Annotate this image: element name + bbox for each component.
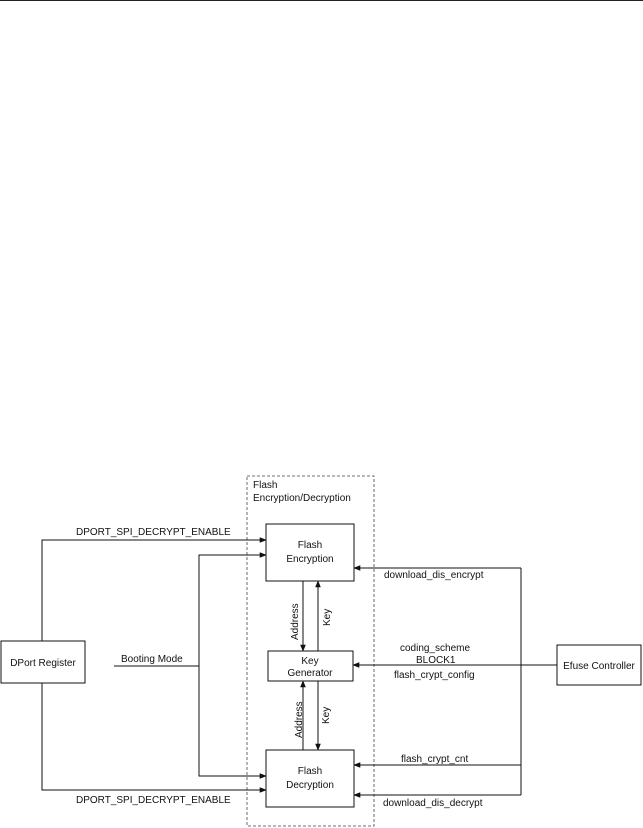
flash-encryption-label-line2: Encryption	[286, 554, 333, 565]
spi-decrypt-enable-bottom-label: DPORT_SPI_DECRYPT_ENABLE	[76, 795, 231, 806]
key-generator-block: Key Generator	[267, 650, 354, 682]
key-generator-label-line1: Key	[301, 656, 318, 667]
efuse-controller-block: Efuse Controller	[556, 644, 642, 686]
flash-crypt-cnt-label: flash_crypt_cnt	[401, 754, 468, 765]
dport-register-label: DPort Register	[10, 658, 76, 669]
page-top-rule	[0, 0, 643, 1]
region-label-line1: Flash	[253, 480, 277, 491]
key-bottom-label: Key	[321, 707, 332, 724]
flash-decryption-label-line1: Flash	[298, 766, 322, 777]
download-dis-decrypt-label: download_dis_decrypt	[383, 798, 483, 809]
booting-mode-arrows	[114, 552, 267, 779]
address-top-label: Address	[290, 603, 301, 640]
region-label-line2: Encryption/Decryption	[253, 493, 351, 504]
efuse-controller-label: Efuse Controller	[563, 661, 635, 672]
address-bottom-label: Address	[294, 701, 305, 738]
key-generator-label-line2: Generator	[287, 668, 333, 679]
spi-decrypt-enable-top-arrow	[41, 537, 267, 641]
dport-register-block: DPort Register	[0, 640, 86, 684]
flash-decryption-label-line2: Decryption	[286, 780, 334, 791]
flash-encryption-decryption-region	[246, 475, 375, 827]
flash-encryption-label-line1: Flash	[298, 540, 322, 551]
flash-encryption-block: Flash Encryption	[265, 523, 355, 582]
coding-scheme-label: coding_scheme	[400, 643, 470, 654]
flash-decryption-block: Flash Decryption	[265, 749, 355, 808]
block1-label: BLOCK1	[416, 655, 456, 666]
flash-crypt-config-label: flash_crypt_config	[394, 670, 475, 681]
download-dis-encrypt-label: download_dis_encrypt	[384, 570, 484, 581]
booting-mode-label: Booting Mode	[121, 654, 183, 665]
key-top-label: Key	[322, 609, 333, 626]
spi-decrypt-enable-bottom-arrow	[41, 683, 267, 793]
spi-decrypt-enable-top-label: DPORT_SPI_DECRYPT_ENABLE	[76, 527, 231, 538]
